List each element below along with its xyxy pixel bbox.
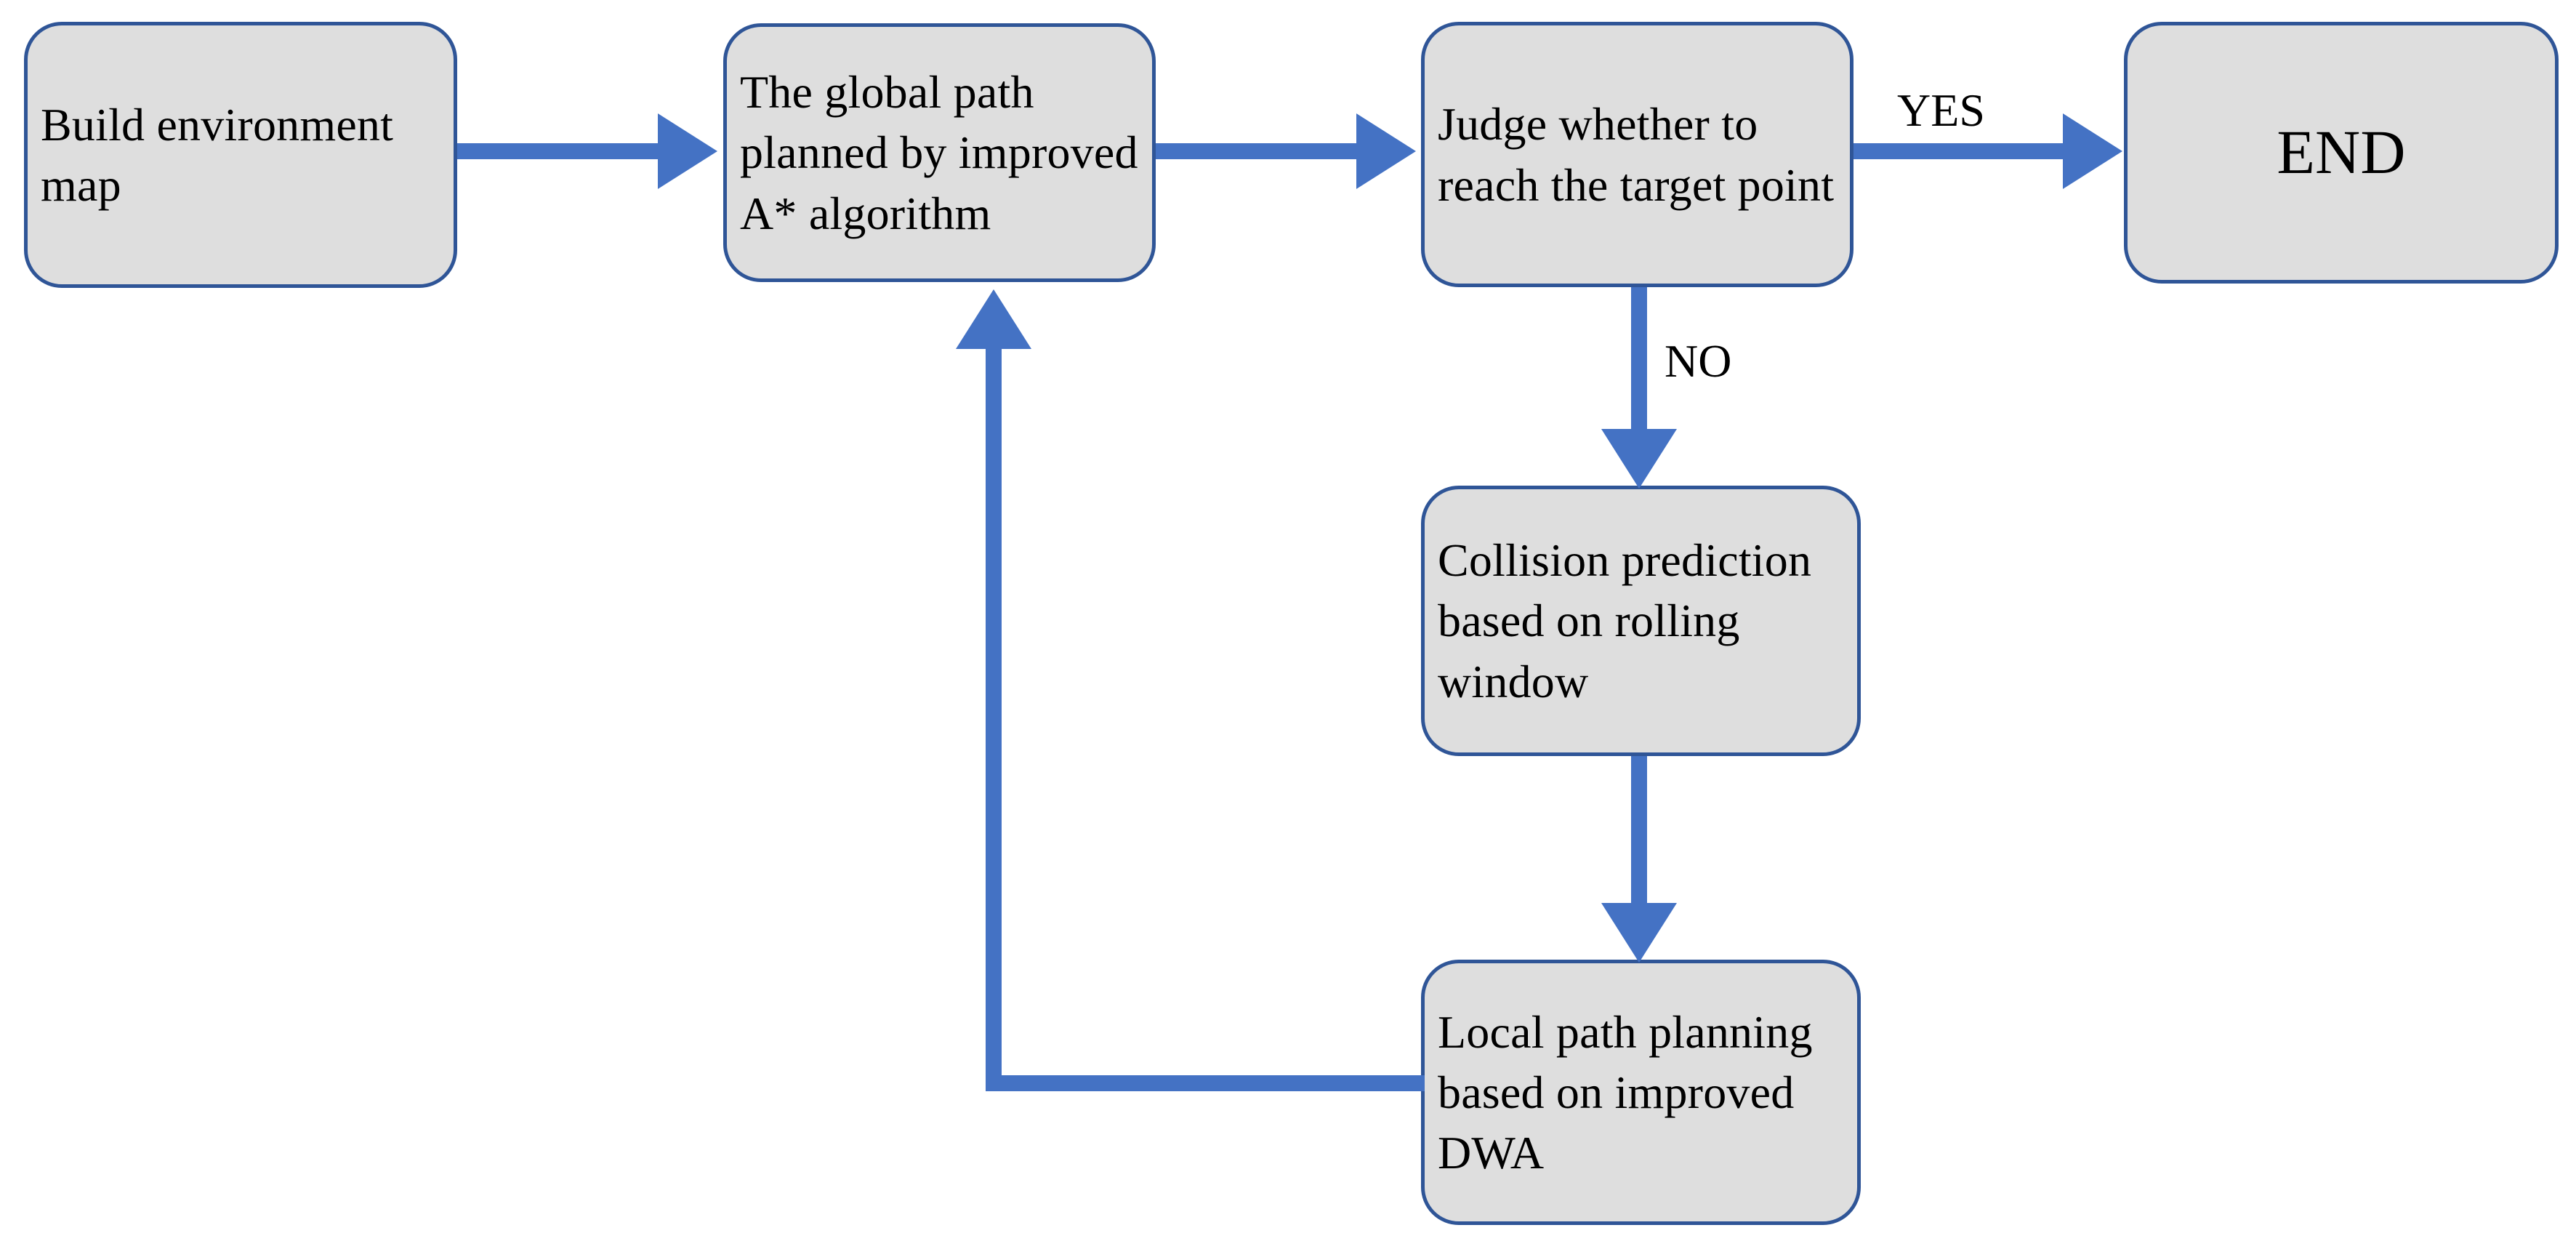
arrow-shaft — [457, 143, 659, 159]
arrowhead-right-icon — [2063, 113, 2122, 189]
node-build-environment-map[interactable]: Build environment map — [24, 22, 457, 288]
arrow-shaft — [1853, 143, 2064, 159]
node-label: Collision prediction based on rolling wi… — [1438, 534, 1812, 707]
arrow-shaft — [1156, 143, 1358, 159]
node-global-path-astar[interactable]: The global path planned by improved A* a… — [723, 23, 1156, 282]
node-label: Judge whether to reach the target point — [1438, 98, 1835, 211]
node-local-path-dwa[interactable]: Local path planning based on improved DW… — [1421, 960, 1861, 1225]
edge-label-yes: YES — [1897, 84, 1985, 136]
arrow-shaft — [1631, 756, 1647, 931]
node-label: Local path planning based on improved DW… — [1438, 1005, 1813, 1179]
node-end[interactable]: END — [2124, 22, 2559, 284]
node-collision-prediction[interactable]: Collision prediction based on rolling wi… — [1421, 486, 1861, 756]
arrow-shaft — [1631, 287, 1647, 456]
node-label: Build environment map — [41, 98, 394, 211]
arrowhead-down-icon — [1601, 903, 1677, 963]
arrowhead-right-icon — [1356, 113, 1416, 189]
node-label: END — [2277, 117, 2406, 188]
arrowhead-right-icon — [658, 113, 717, 189]
node-judge-reach-target[interactable]: Judge whether to reach the target point — [1421, 22, 1853, 287]
arrowhead-up-icon — [956, 289, 1031, 349]
node-label: The global path planned by improved A* a… — [740, 66, 1138, 239]
arrow-shaft-horizontal — [986, 1075, 1425, 1091]
edge-label-no: NO — [1665, 335, 1732, 387]
arrow-shaft-vertical — [986, 346, 1002, 1091]
arrowhead-down-icon — [1601, 429, 1677, 489]
